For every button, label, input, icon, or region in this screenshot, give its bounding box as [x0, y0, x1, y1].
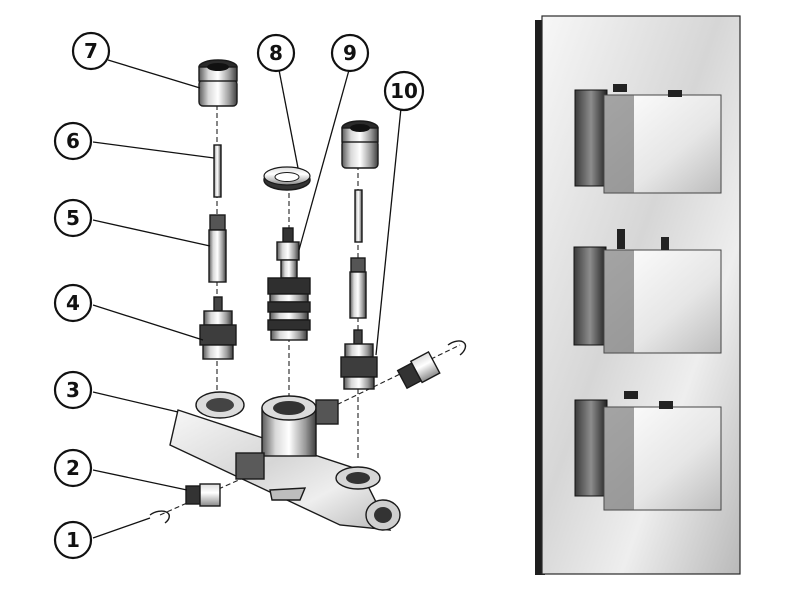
svg-text:4: 4 [66, 291, 80, 315]
svg-text:2: 2 [66, 456, 80, 480]
callout-4: 4 [53, 283, 93, 323]
cap-right [341, 120, 379, 169]
cartridge-part-10 [340, 329, 378, 390]
callouts: 1 2 3 4 5 6 7 8 [53, 31, 425, 560]
svg-text:3: 3 [66, 378, 80, 402]
callout-3: 3 [53, 370, 93, 410]
thermostatic-cartridge-part-9 [267, 227, 311, 341]
cap-part-7 [198, 59, 238, 107]
callout-6: 6 [53, 121, 93, 161]
leader-lines [92, 59, 402, 539]
callout-1: 1 [53, 520, 93, 560]
svg-text:9: 9 [343, 41, 357, 65]
cartridge-part-4 [199, 296, 237, 360]
control-knob-top [574, 84, 722, 194]
extension-part-5 [208, 214, 227, 283]
exploded-parts [92, 59, 467, 539]
callout-5: 5 [53, 198, 93, 238]
extension-right [349, 257, 367, 319]
circlip-side [447, 340, 467, 356]
callout-10: 10 [383, 70, 425, 112]
svg-text:10: 10 [390, 79, 418, 103]
spindle-right [354, 189, 363, 243]
svg-text:7: 7 [84, 39, 98, 63]
control-knob-bottom [574, 391, 722, 511]
spindle-part-6 [213, 144, 222, 198]
svg-text:8: 8 [269, 41, 283, 65]
faceplate-edge [535, 20, 545, 575]
callout-8: 8 [256, 33, 296, 73]
svg-text:1: 1 [66, 528, 80, 552]
callout-7: 7 [71, 31, 111, 71]
valve-body-part-3 [169, 391, 401, 531]
axis-side [329, 344, 461, 409]
check-valve-part-2 [185, 483, 221, 507]
svg-text:5: 5 [66, 206, 80, 230]
svg-text:6: 6 [66, 129, 80, 153]
side-check-valve [396, 350, 441, 390]
control-knob-middle [573, 229, 722, 354]
circlip-part-1 [149, 510, 170, 524]
nut-ring-part-8 [263, 166, 311, 191]
callout-2: 2 [53, 448, 93, 488]
faceplate-product-photo [535, 15, 741, 575]
callout-9: 9 [330, 33, 370, 73]
